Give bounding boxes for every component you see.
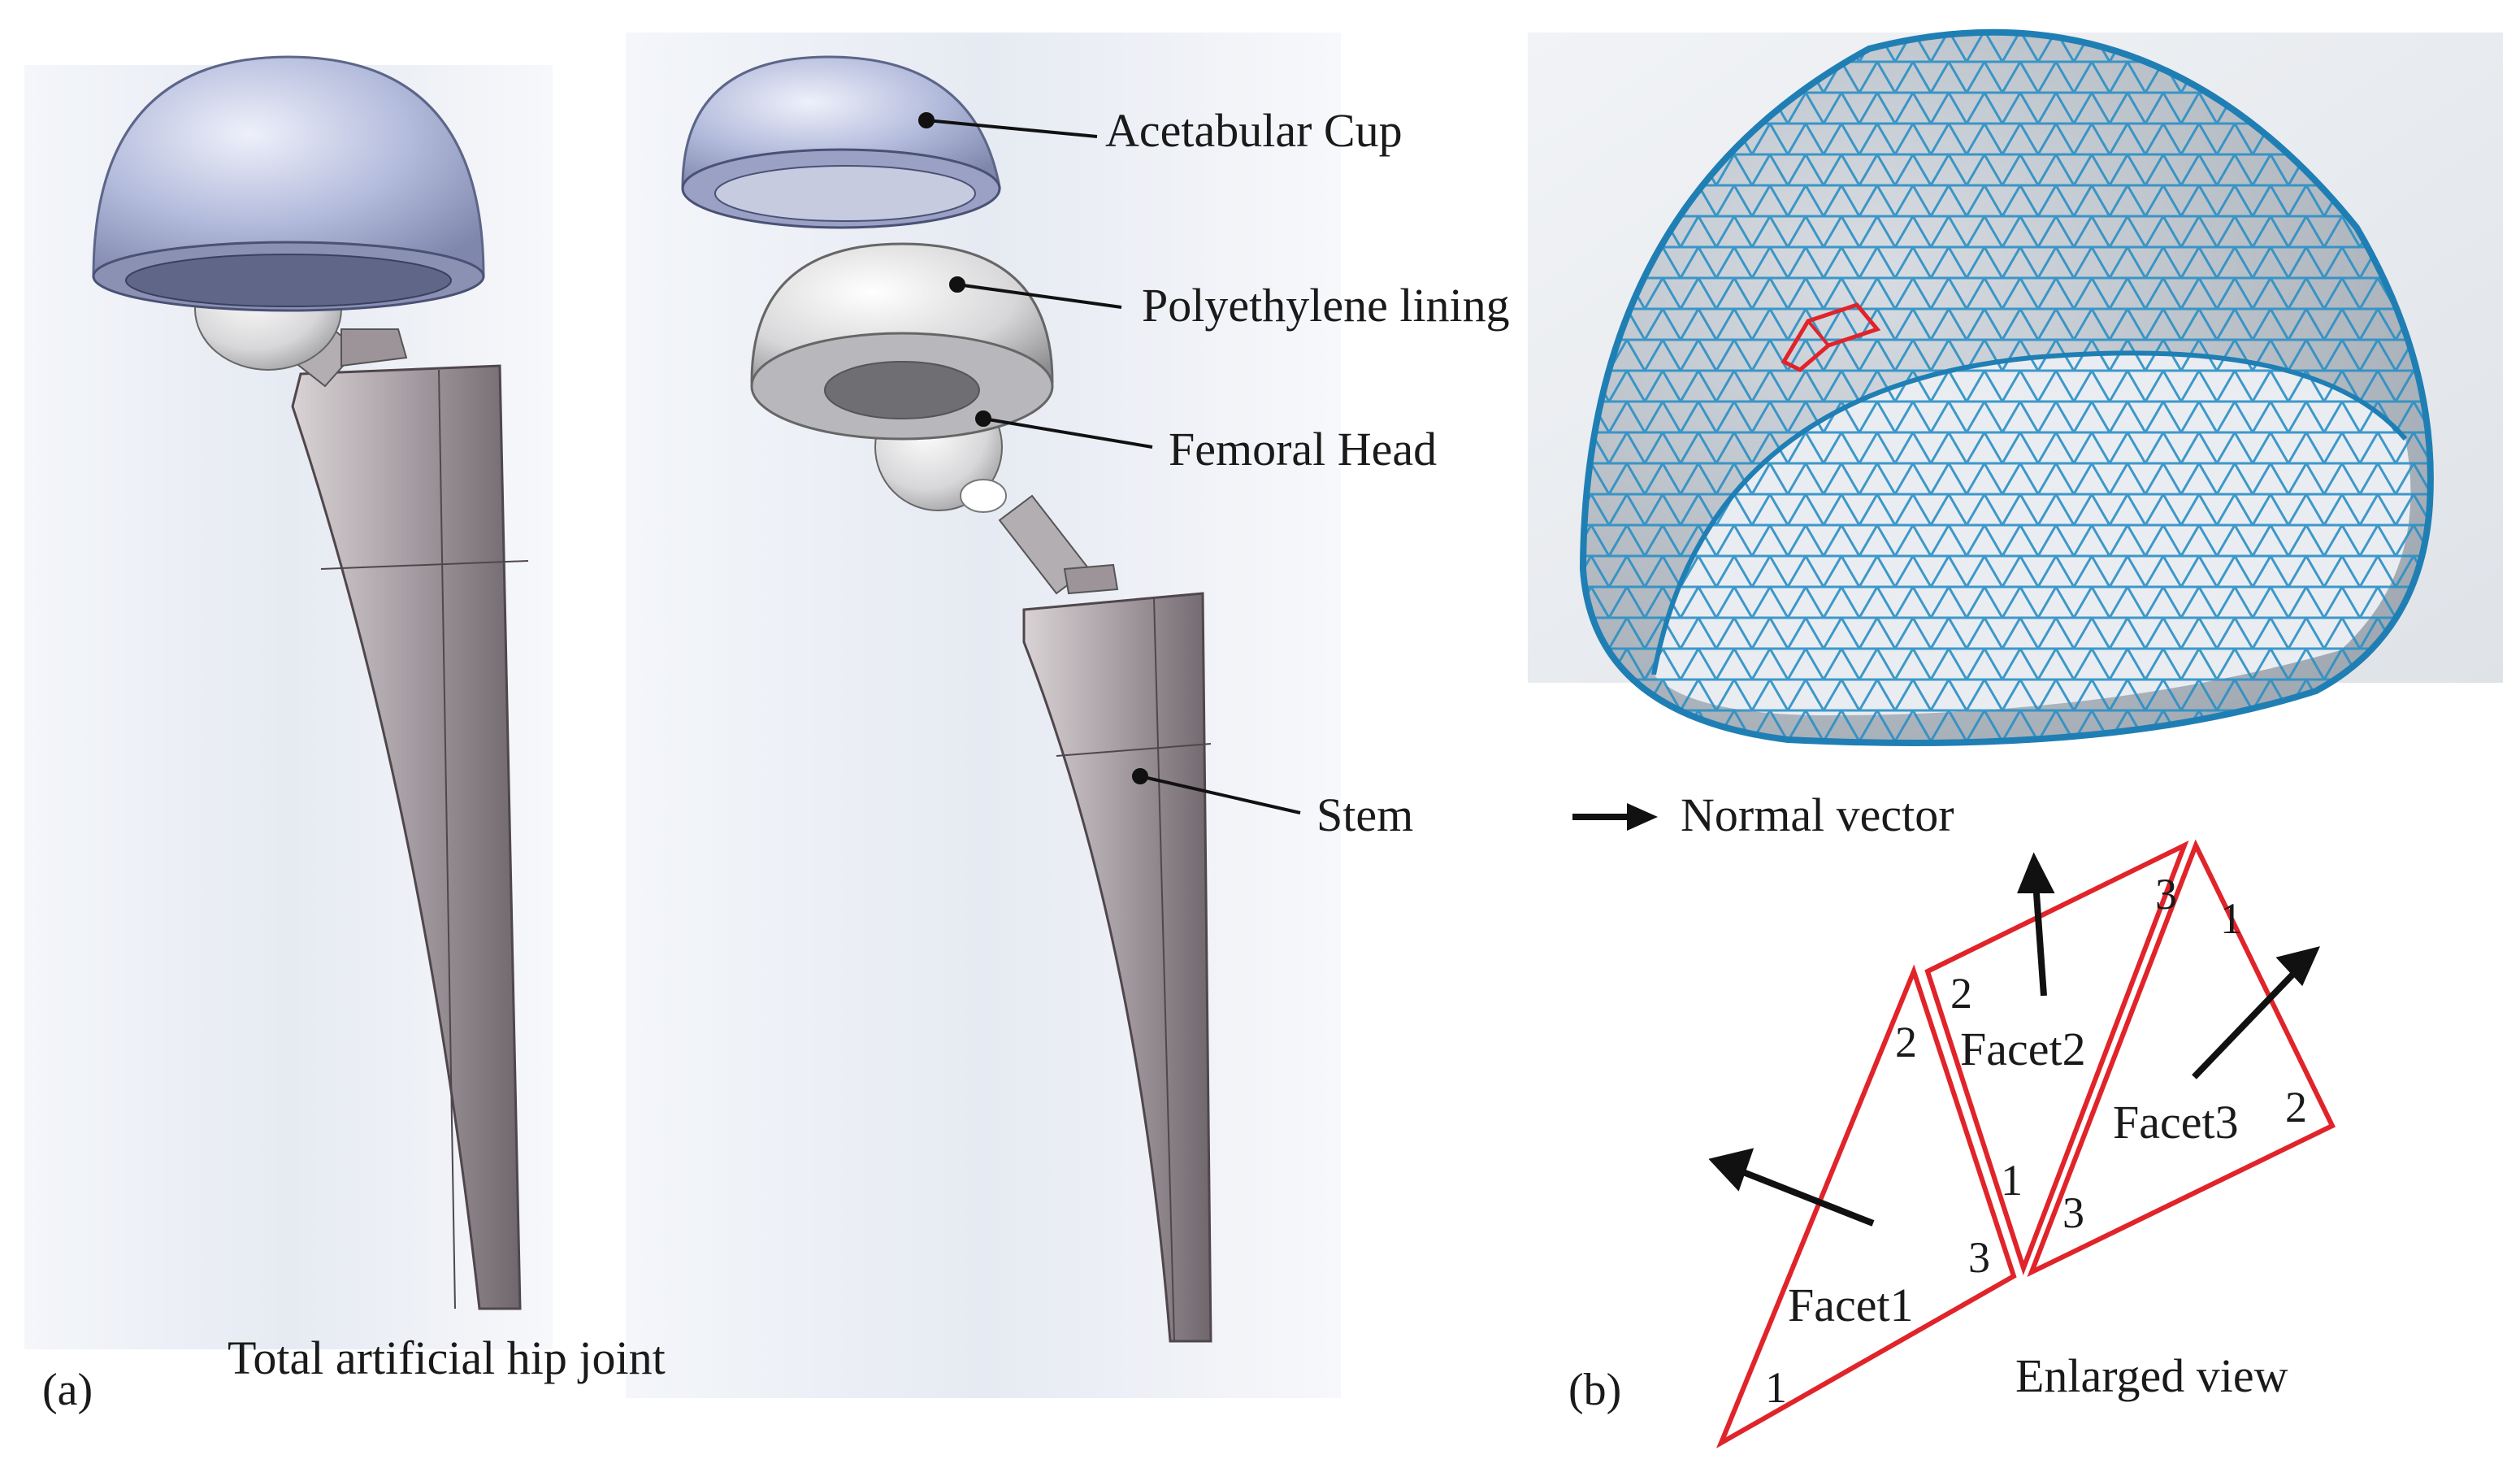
facet3-triangle	[2027, 839, 2336, 1278]
facet2-triangle	[1924, 840, 2189, 1276]
assembled-acetabular-cup	[92, 55, 485, 278]
facet1-label: Facet1	[1788, 1279, 1914, 1331]
facet2-vertex-1: 1	[2001, 1156, 2023, 1205]
enlarged-facets	[1715, 839, 2336, 1448]
head-callout-line	[982, 417, 1153, 449]
facet1-triangle	[1715, 964, 2017, 1448]
panel-a-label: (a)	[42, 1365, 93, 1415]
facet3-vertex-3: 3	[2062, 1188, 2084, 1237]
panel-a-caption: Total artificial hip joint	[228, 1331, 666, 1384]
normal-vector-label: Normal vector	[1681, 788, 1954, 841]
callout-leaders	[918, 112, 1301, 814]
facet2-normal-head	[2017, 852, 2055, 893]
facet1-vertex-3: 3	[1968, 1233, 1990, 1282]
facet1-normal-shaft	[1737, 1167, 1875, 1227]
vertex-numbers: 1 2 3 1 2 3 1 2 3	[1765, 870, 2307, 1412]
facet2-normal-shaft	[2032, 881, 2047, 997]
facet1-vertex-1: 1	[1765, 1363, 1787, 1412]
stem-label: Stem	[1316, 788, 1413, 841]
facet3-vertex-2: 2	[2285, 1083, 2307, 1131]
facet3-normal-head	[2275, 946, 2320, 987]
stem-callout-line	[1139, 775, 1301, 814]
facet3-normal-shaft	[2192, 969, 2298, 1079]
normal-vector-legend: Normal vector	[1572, 788, 1954, 841]
femoral-head-label: Femoral Head	[1169, 423, 1437, 476]
facet2-vertex-2: 2	[1950, 969, 1972, 1018]
facet2-vertex-3: 3	[2155, 870, 2177, 919]
facet3-vertex-1: 1	[2220, 894, 2242, 943]
legend-arrow-head	[1627, 803, 1658, 831]
cup-callout-line	[926, 119, 1098, 138]
facet-normal-arrows	[1708, 852, 2320, 1227]
panel-b-label: (b)	[1568, 1365, 1621, 1415]
acetabular-cup-label: Acetabular Cup	[1105, 104, 1403, 157]
enlarged-view-label: Enlarged view	[2015, 1349, 2288, 1402]
assembled-hip-joint	[92, 55, 529, 1310]
facet1-normal-head	[1708, 1148, 1754, 1192]
facet3-label: Facet3	[2113, 1096, 2239, 1149]
lining-callout-line	[956, 283, 1122, 309]
panel-a-right-background	[626, 33, 1341, 1398]
facet1-vertex-2: 2	[1895, 1018, 1917, 1066]
assembled-stem	[291, 364, 522, 1310]
polyethylene-lining-label: Polyethylene lining	[1142, 279, 1510, 332]
facet2-label: Facet2	[1960, 1023, 2086, 1075]
